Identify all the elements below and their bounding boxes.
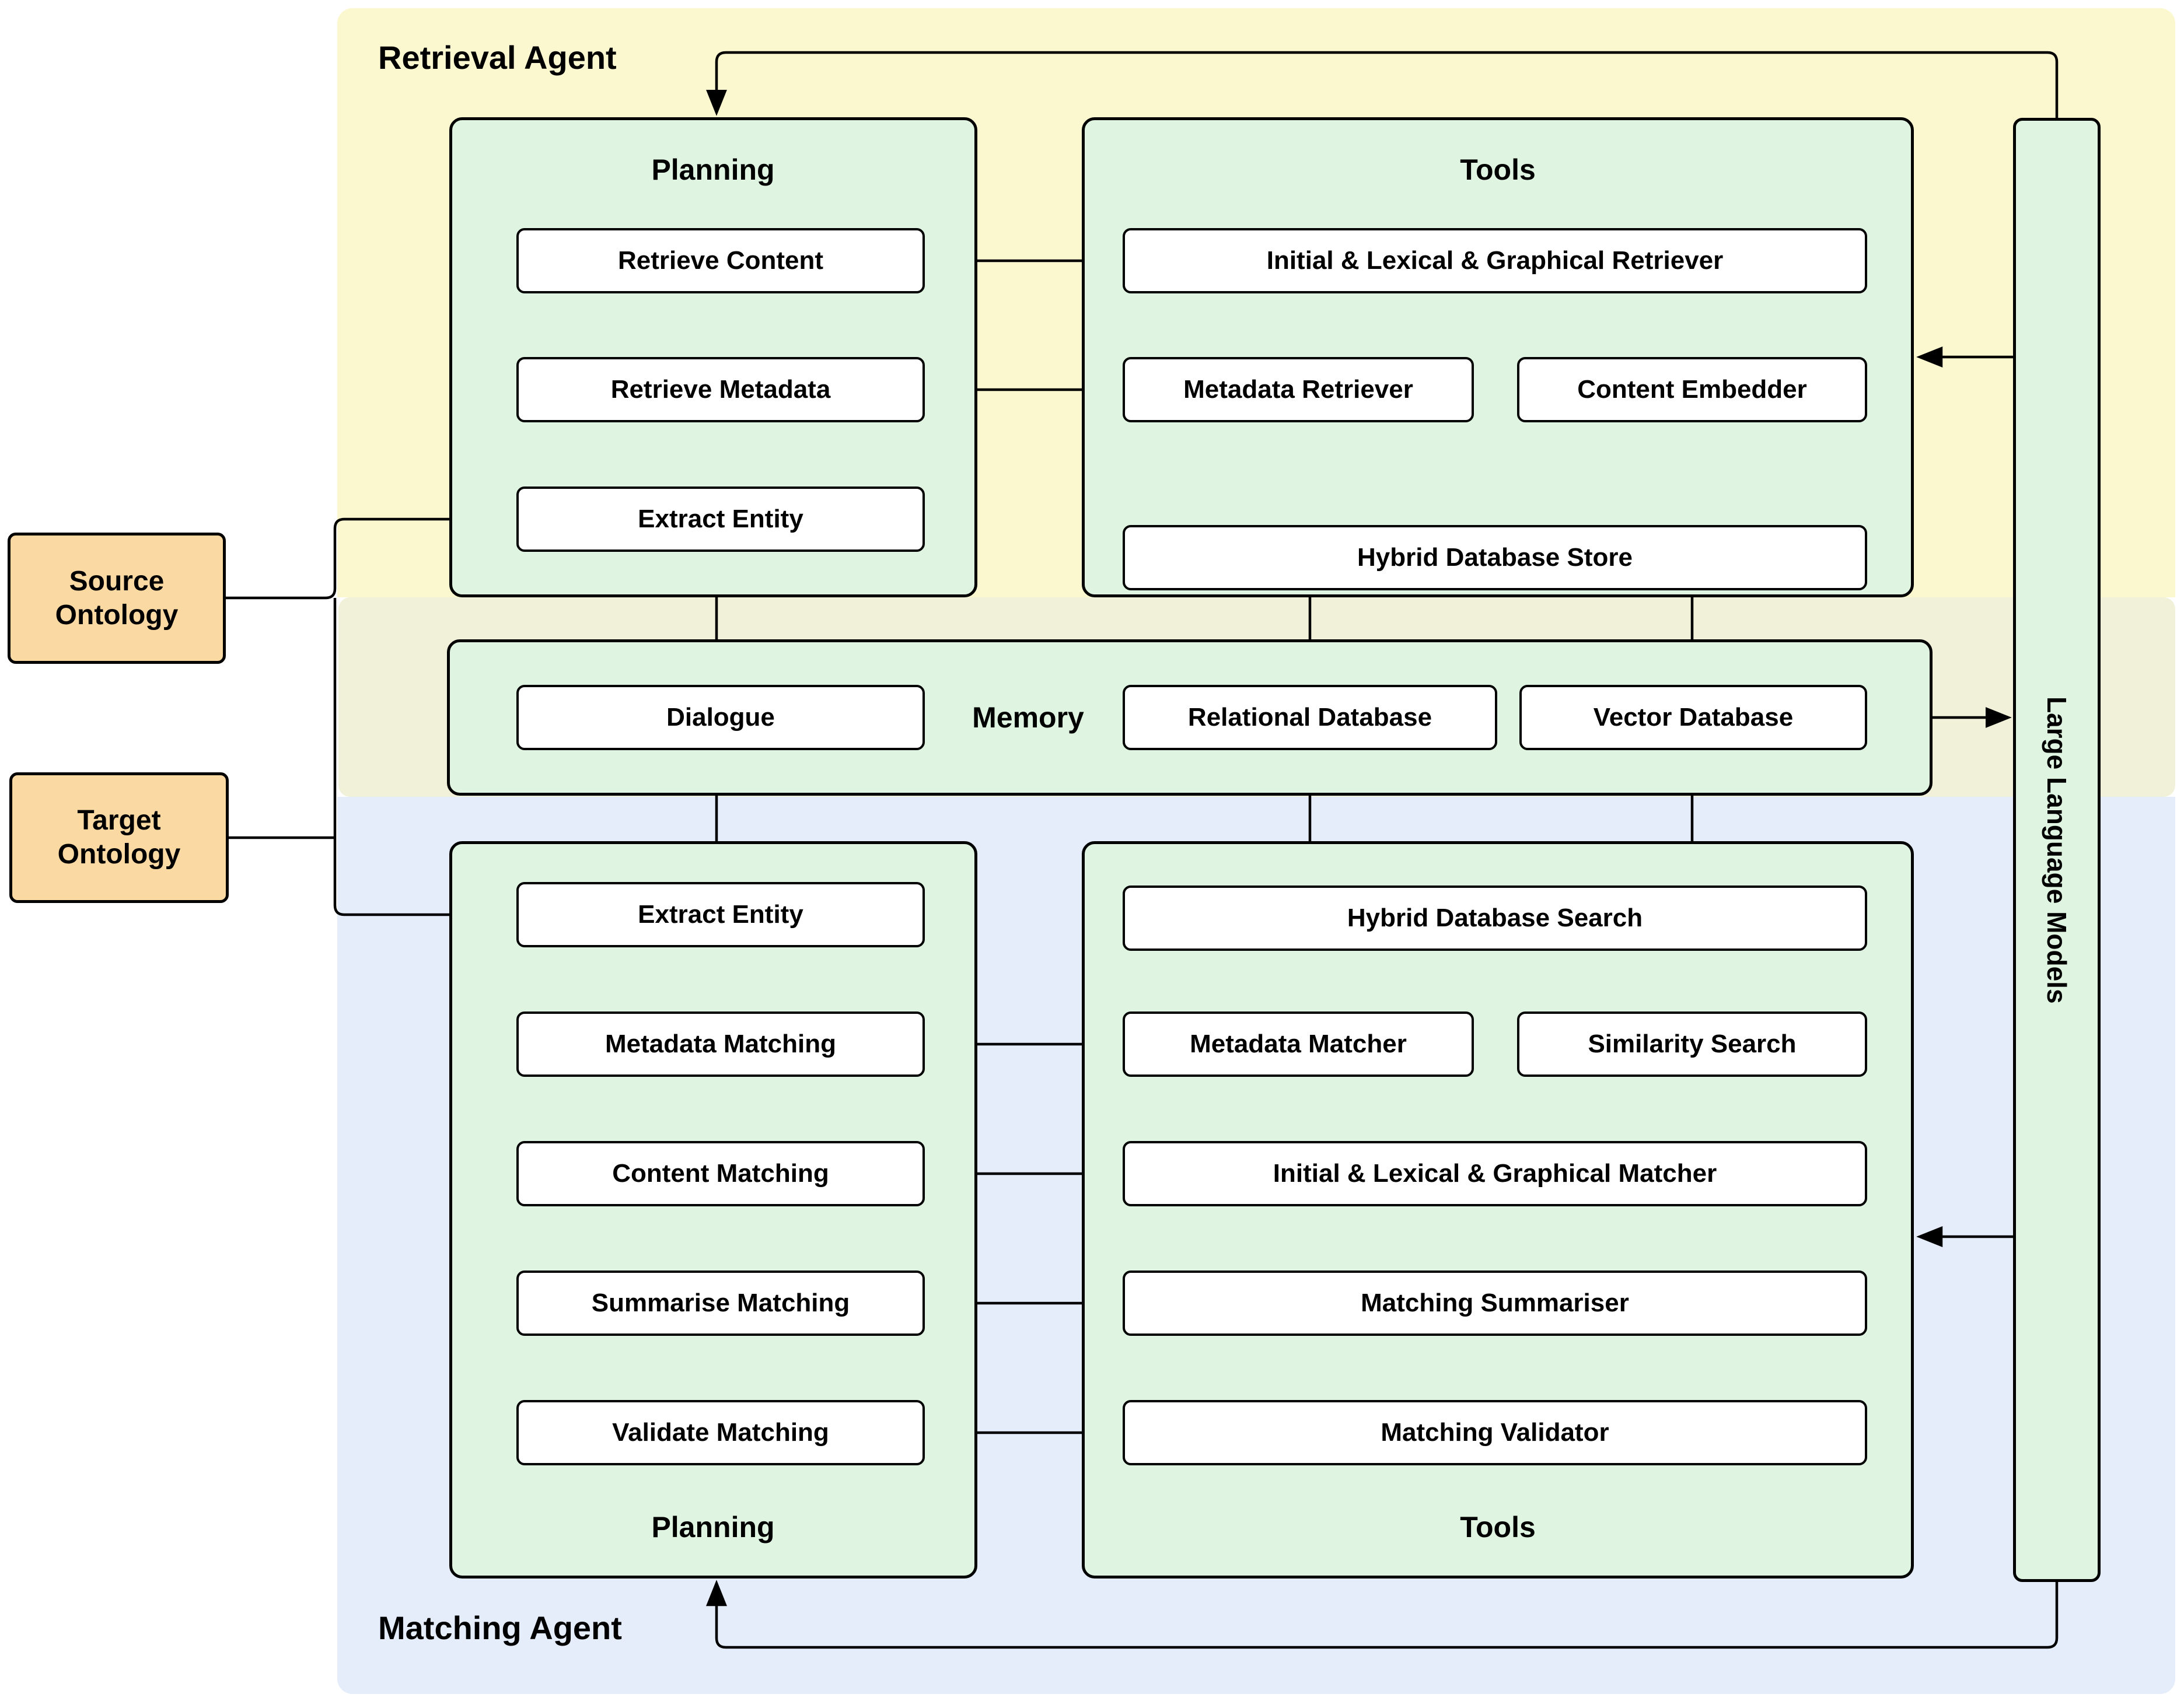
node-matching-validator: Matching Validator [1123,1400,1867,1465]
node-retrieve-content: Retrieve Content [516,228,925,293]
node-vector-database: Vector Database [1519,685,1867,750]
node-content-matching: Content Matching [516,1141,925,1206]
node-initial-lexical-graphical-matcher: Initial & Lexical & Graphical Matcher [1123,1141,1867,1206]
node-metadata-matching: Metadata Matching [516,1012,925,1077]
memory-title: Memory [972,701,1084,734]
node-relational-database: Relational Database [1123,685,1497,750]
node-extract-entity-retrieval: Extract Entity [516,487,925,552]
matching-agent-title: Matching Agent [378,1609,622,1646]
node-content-embedder: Content Embedder [1517,357,1867,422]
node-extract-entity-matching: Extract Entity [516,882,925,947]
node-hybrid-database-search: Hybrid Database Search [1123,886,1867,951]
node-hybrid-database-store: Hybrid Database Store [1123,525,1867,590]
retrieval-planning-title: Planning [651,153,775,186]
node-similarity-search: Similarity Search [1517,1012,1867,1077]
node-retrieve-metadata: Retrieve Metadata [516,357,925,422]
node-metadata-matcher: Metadata Matcher [1123,1012,1474,1077]
node-matching-summariser: Matching Summariser [1123,1270,1867,1336]
retrieval-agent-title: Retrieval Agent [378,39,617,76]
large-language-models-bar: Large Language Models [2013,118,2101,1582]
retrieval-tools-title: Tools [1460,153,1536,186]
node-metadata-retriever: Metadata Retriever [1123,357,1474,422]
matching-tools-container [1082,841,1914,1578]
source-ontology-box: Source Ontology [8,533,226,664]
target-ontology-box: Target Ontology [9,772,229,903]
node-summarise-matching: Summarise Matching [516,1270,925,1336]
matching-planning-container [449,841,977,1578]
node-dialogue: Dialogue [516,685,925,750]
matching-tools-title: Tools [1460,1511,1536,1544]
matching-planning-title: Planning [651,1511,775,1544]
node-initial-lexical-graphical-retriever: Initial & Lexical & Graphical Retriever [1123,228,1867,293]
node-validate-matching: Validate Matching [516,1400,925,1465]
